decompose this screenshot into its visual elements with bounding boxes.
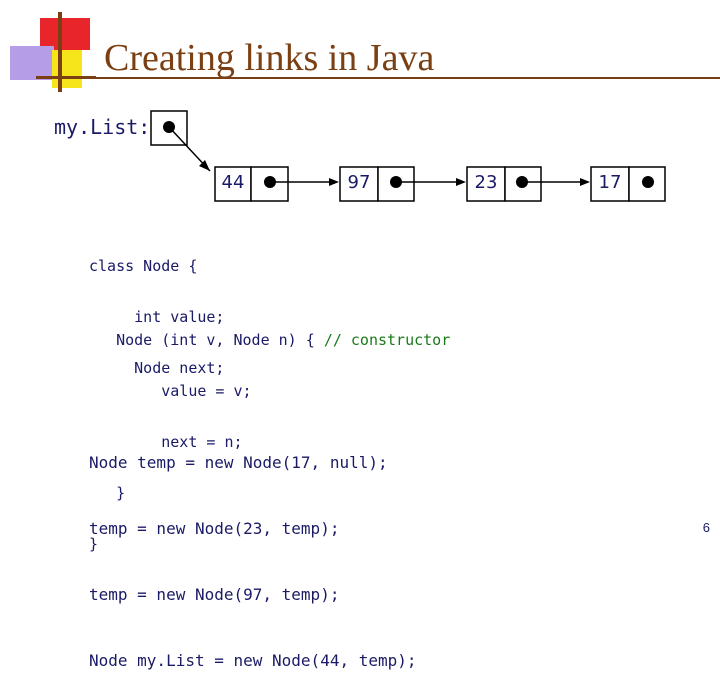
node-box-4 bbox=[590, 166, 666, 202]
code-line: temp = new Node(97, temp); bbox=[89, 585, 340, 604]
code-line: Node next; bbox=[89, 359, 225, 377]
page-number: 6 bbox=[702, 520, 710, 535]
node-box-3 bbox=[466, 166, 542, 202]
corner-logo bbox=[10, 12, 96, 92]
code-line: Node my.List = new Node(44, temp); bbox=[89, 651, 417, 670]
node-value-2: 97 bbox=[347, 172, 371, 193]
code-line: next = n; bbox=[89, 433, 243, 451]
node-value-4: 17 bbox=[598, 172, 622, 193]
usage-code: Node temp = new Node(17, null); temp = n… bbox=[89, 408, 417, 694]
constructor-code: Node (int v, Node n) { bbox=[89, 331, 324, 349]
node-value-1: 44 bbox=[221, 172, 245, 193]
node-box-2 bbox=[339, 166, 415, 202]
node-value-3: 23 bbox=[474, 172, 498, 193]
code-line: } bbox=[89, 484, 126, 502]
slide-graphics bbox=[10, 12, 666, 202]
code-line: class Node { bbox=[89, 257, 198, 275]
mylist-label: my.List: bbox=[54, 115, 151, 139]
class-declaration: class Node { int value; Node next; bbox=[89, 224, 224, 394]
code-line: Node temp = new Node(17, null); bbox=[89, 453, 388, 472]
constructor-signature: Node (int v, Node n) { // constructor bbox=[89, 332, 450, 349]
link-arrowhead-1 bbox=[329, 178, 339, 186]
mylist-arrowhead bbox=[199, 160, 210, 171]
slide-title: Creating links in Java bbox=[104, 37, 435, 79]
link-arrowhead-2 bbox=[456, 178, 466, 186]
title-underline bbox=[36, 77, 720, 79]
code-line: value = v; bbox=[89, 382, 252, 400]
code-line: int value; bbox=[89, 308, 225, 326]
constructor-comment: // constructor bbox=[323, 331, 451, 349]
link-arrowhead-3 bbox=[580, 178, 590, 186]
code-line: temp = new Node(23, temp); bbox=[89, 519, 340, 538]
